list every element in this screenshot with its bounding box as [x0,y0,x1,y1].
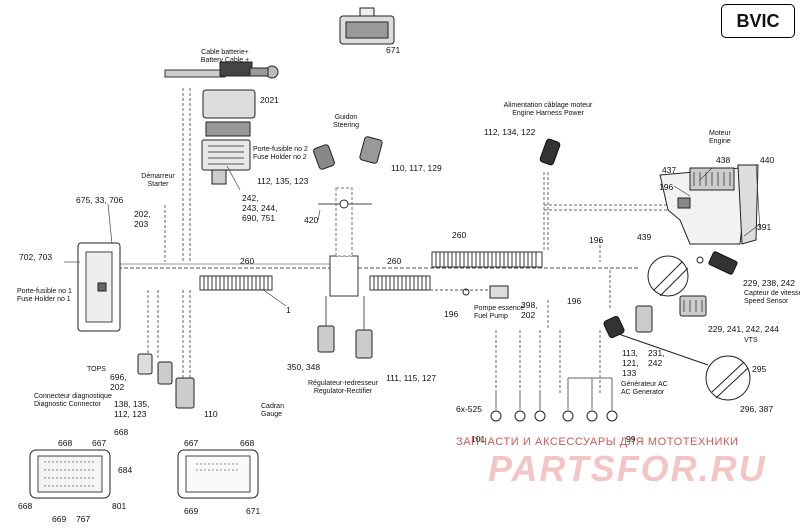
callout-196-d: 196 [567,296,582,306]
callout-196-b: 196 [589,235,604,245]
callout-113-121-133: 113,121,133 [622,348,639,378]
d2-668: 668 [240,438,255,448]
watermark-logo: PARTSFOR.RU [488,448,767,489]
callout-440: 440 [760,155,775,165]
d1-767: 767 [76,514,91,524]
d1-667: 667 [92,438,107,448]
battery-cable [164,61,279,137]
speed-sensor-connector [696,251,738,275]
detail-connector-1 [29,449,111,499]
callout-99: 99 [626,434,636,444]
callout-260-a: 260 [240,256,255,266]
callout-229-241-242-244: 229, 241, 242, 244 [708,324,779,334]
detail-connector-2 [177,449,259,499]
fuse-holder-2 [201,139,251,185]
regulator-connectors [317,296,373,359]
callout-138-group: 138, 135,112, 123 [114,399,150,419]
callout-229-238-242: 229, 238, 242 [743,278,795,288]
d1-668-a: 668 [58,438,73,448]
callout-296-387: 296, 387 [740,404,774,414]
callout-295: 295 [752,364,767,374]
callout-671-top: 671 [386,45,401,55]
callout-350-348: 350, 348 [287,362,321,372]
d1-669: 669 [52,514,67,524]
tops-diag-connectors [137,353,195,409]
watermark-text: ЗАПЧАСТИ И АКСЕССУАРЫ ДЛЯ МОТОТЕХНИКИ [456,436,739,448]
d1-684: 684 [118,465,133,475]
fuse-holder-1 [77,242,121,332]
d2-667: 667 [184,438,199,448]
callout-437: 437 [662,165,677,175]
d1-668-c: 668 [18,501,33,511]
callout-2021: 2021 [260,95,279,105]
d2-669: 669 [184,506,199,516]
callout-110-117-129: 110, 117, 129 [391,163,442,173]
callout-1: 1 [286,305,291,315]
d2-671: 671 [246,506,261,516]
steering-junction [318,187,372,297]
engine-harness-connector [539,138,561,166]
vts-label: VTS [744,337,758,344]
callout-260-b: 260 [387,256,402,266]
steering-connectors [313,136,383,170]
callout-702-703: 702, 703 [19,252,53,262]
callout-696-202: 696,202 [110,372,127,392]
callout-391: 391 [757,222,772,232]
callout-196-c: 196 [444,309,459,319]
callout-112-135-123: 112, 135, 123 [257,176,309,186]
callout-112-134-122: 112, 134, 122 [484,127,536,137]
callout-260-c: 260 [452,230,467,240]
d1-801: 801 [112,501,127,511]
connector-671-top [339,7,395,45]
engine-assembly [659,164,759,245]
callout-231-242: 231,242 [648,348,665,368]
callout-101: 101 [471,434,486,444]
conduit-260-right [431,251,543,268]
main-harness [118,263,640,269]
callout-196-a: 196 [659,182,674,192]
vts-connector [679,295,707,317]
callout-438: 438 [716,155,731,165]
callout-6x-525: 6x-525 [456,404,482,414]
model-badge: BVIC [721,4,795,38]
callout-110-b: 110 [204,409,218,419]
fuel-pump-connector [430,285,509,299]
callout-439: 439 [637,232,652,242]
conduit-260-mid [369,275,431,291]
tops-label: TOPS [87,366,106,373]
callout-242-group: 242,243, 244,690, 751 [242,193,278,223]
callout-111-115-127: 111, 115, 127 [386,373,437,383]
d1-668-b: 668 [114,427,129,437]
callout-420: 420 [304,215,319,225]
callout-398-202: 398,202 [521,300,538,320]
leader-lines [64,163,761,307]
callout-675-33-706: 675, 33, 706 [76,195,124,205]
ring-terminals [490,377,618,422]
branch-lines [147,88,680,395]
battery-cable-label: Cable batterie+Battery Cable + [200,49,250,64]
conduit-260-left [199,275,273,291]
callout-202-203: 202,203 [134,209,151,229]
ac-generator-connector [603,305,653,339]
